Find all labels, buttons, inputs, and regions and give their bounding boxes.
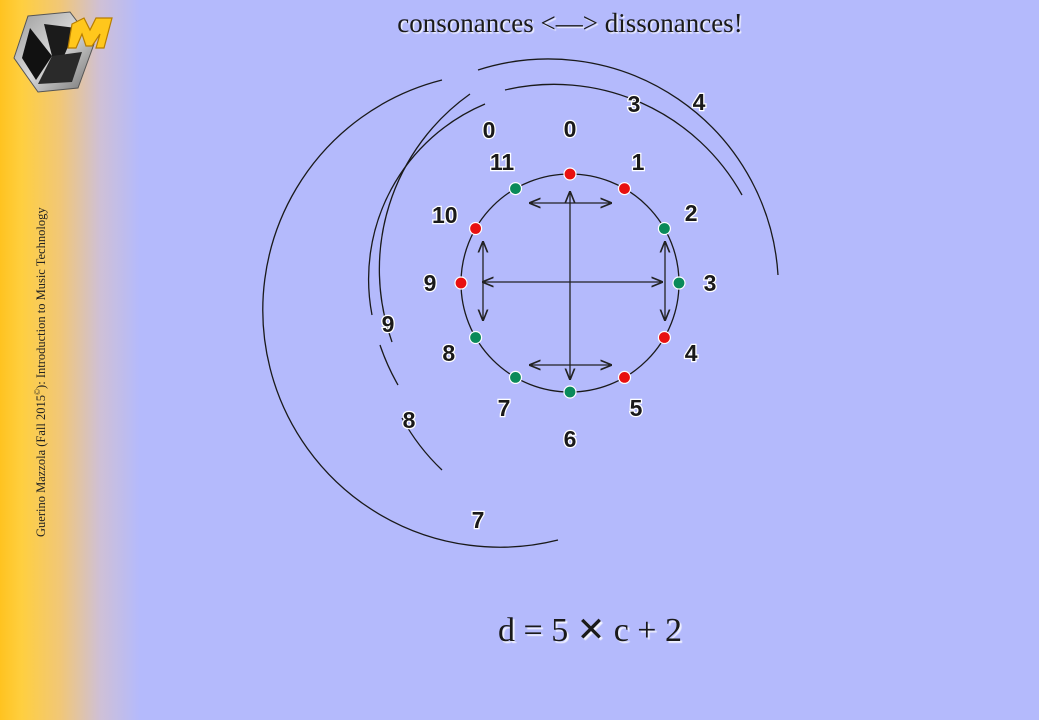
title-dissonances: dissonances! [604,8,743,38]
pitch-label-6: 6 [564,426,577,452]
mazzola-logo-icon [13,11,113,93]
pitch-label-5: 5 [630,395,643,421]
pitch-dot-3 [672,276,686,290]
arc-label-9: 9 [382,311,395,337]
pitch-dot-5 [617,370,632,384]
arc-inner-right [504,83,743,196]
pitch-dot-1 [617,182,632,196]
formula: d = 5 ✕ c + 2 [430,610,750,650]
formula-plus: + [637,612,657,649]
pitch-dot-9 [454,276,468,290]
arc-inner-short [379,344,399,386]
formula-equals: = [523,612,543,649]
formula-two: 2 [664,612,682,649]
arc-label-8: 8 [403,407,416,433]
pitch-dot-10 [469,221,483,236]
pitch-dot-8 [469,330,483,345]
slide-title: consonances <—> dissonances! [330,8,810,39]
formula-five: 5 [551,612,569,649]
pitch-label-8: 8 [442,340,455,366]
pitch-label-0: 0 [564,116,577,142]
times-icon: ✕ [576,612,606,649]
arc-label-7: 7 [472,507,485,533]
formula-c: c [613,612,629,649]
pitch-dot-4 [657,330,672,345]
arc-label-0: 0 [483,117,496,143]
formula-d: d [498,612,516,649]
sidebar-band [0,0,140,720]
arc-outer-right [477,58,779,276]
arc-middle-lower [401,417,443,471]
pitch-dot-7 [508,370,523,384]
arc-label-3: 3 [628,91,641,117]
pitch-label-10: 10 [432,202,458,228]
pitch-label-9: 9 [424,270,437,296]
pitch-label-1: 1 [632,149,645,175]
arc-label-4: 4 [693,89,706,115]
pitch-dot-0 [563,167,577,181]
pitch-dot-11 [508,182,523,196]
pitch-dot-6 [563,385,577,399]
arc-inner-left [367,103,486,316]
title-consonances: consonances [397,8,534,38]
pitch-label-4: 4 [685,340,698,366]
pitch-label-3: 3 [704,270,717,296]
pitch-label-2: 2 [685,200,698,226]
pitch-dots [454,167,686,399]
pitch-labels: 0 1 2 3 4 5 6 7 8 9 10 11 [422,115,717,454]
pitch-label-11: 11 [490,149,515,175]
pitch-dot-2 [657,221,672,236]
arc-middle-upper [378,93,471,343]
title-arrow: <—> [540,8,598,38]
arc-outer-left [262,79,559,548]
pitch-label-7: 7 [498,395,511,421]
